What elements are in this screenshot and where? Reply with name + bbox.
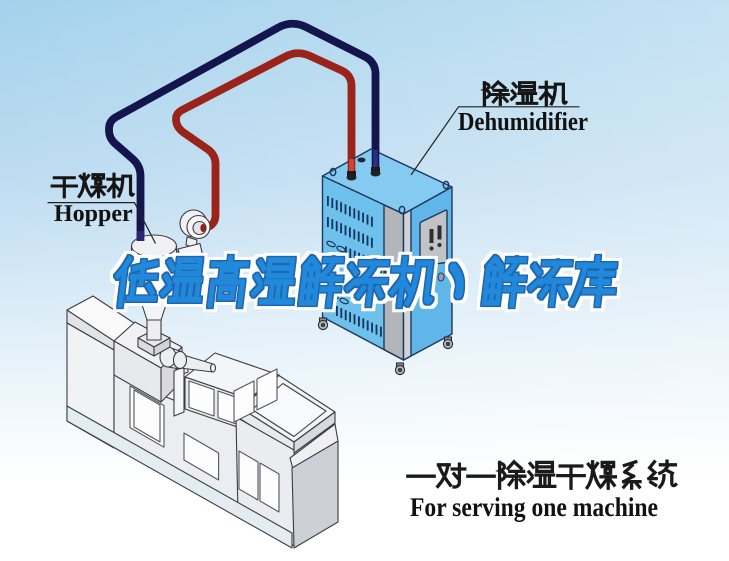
svg-text:Dehumidifier: Dehumidifier xyxy=(458,107,588,136)
svg-text:Hopper: Hopper xyxy=(54,201,133,227)
svg-text:For serving one machine: For serving one machine xyxy=(410,492,658,522)
